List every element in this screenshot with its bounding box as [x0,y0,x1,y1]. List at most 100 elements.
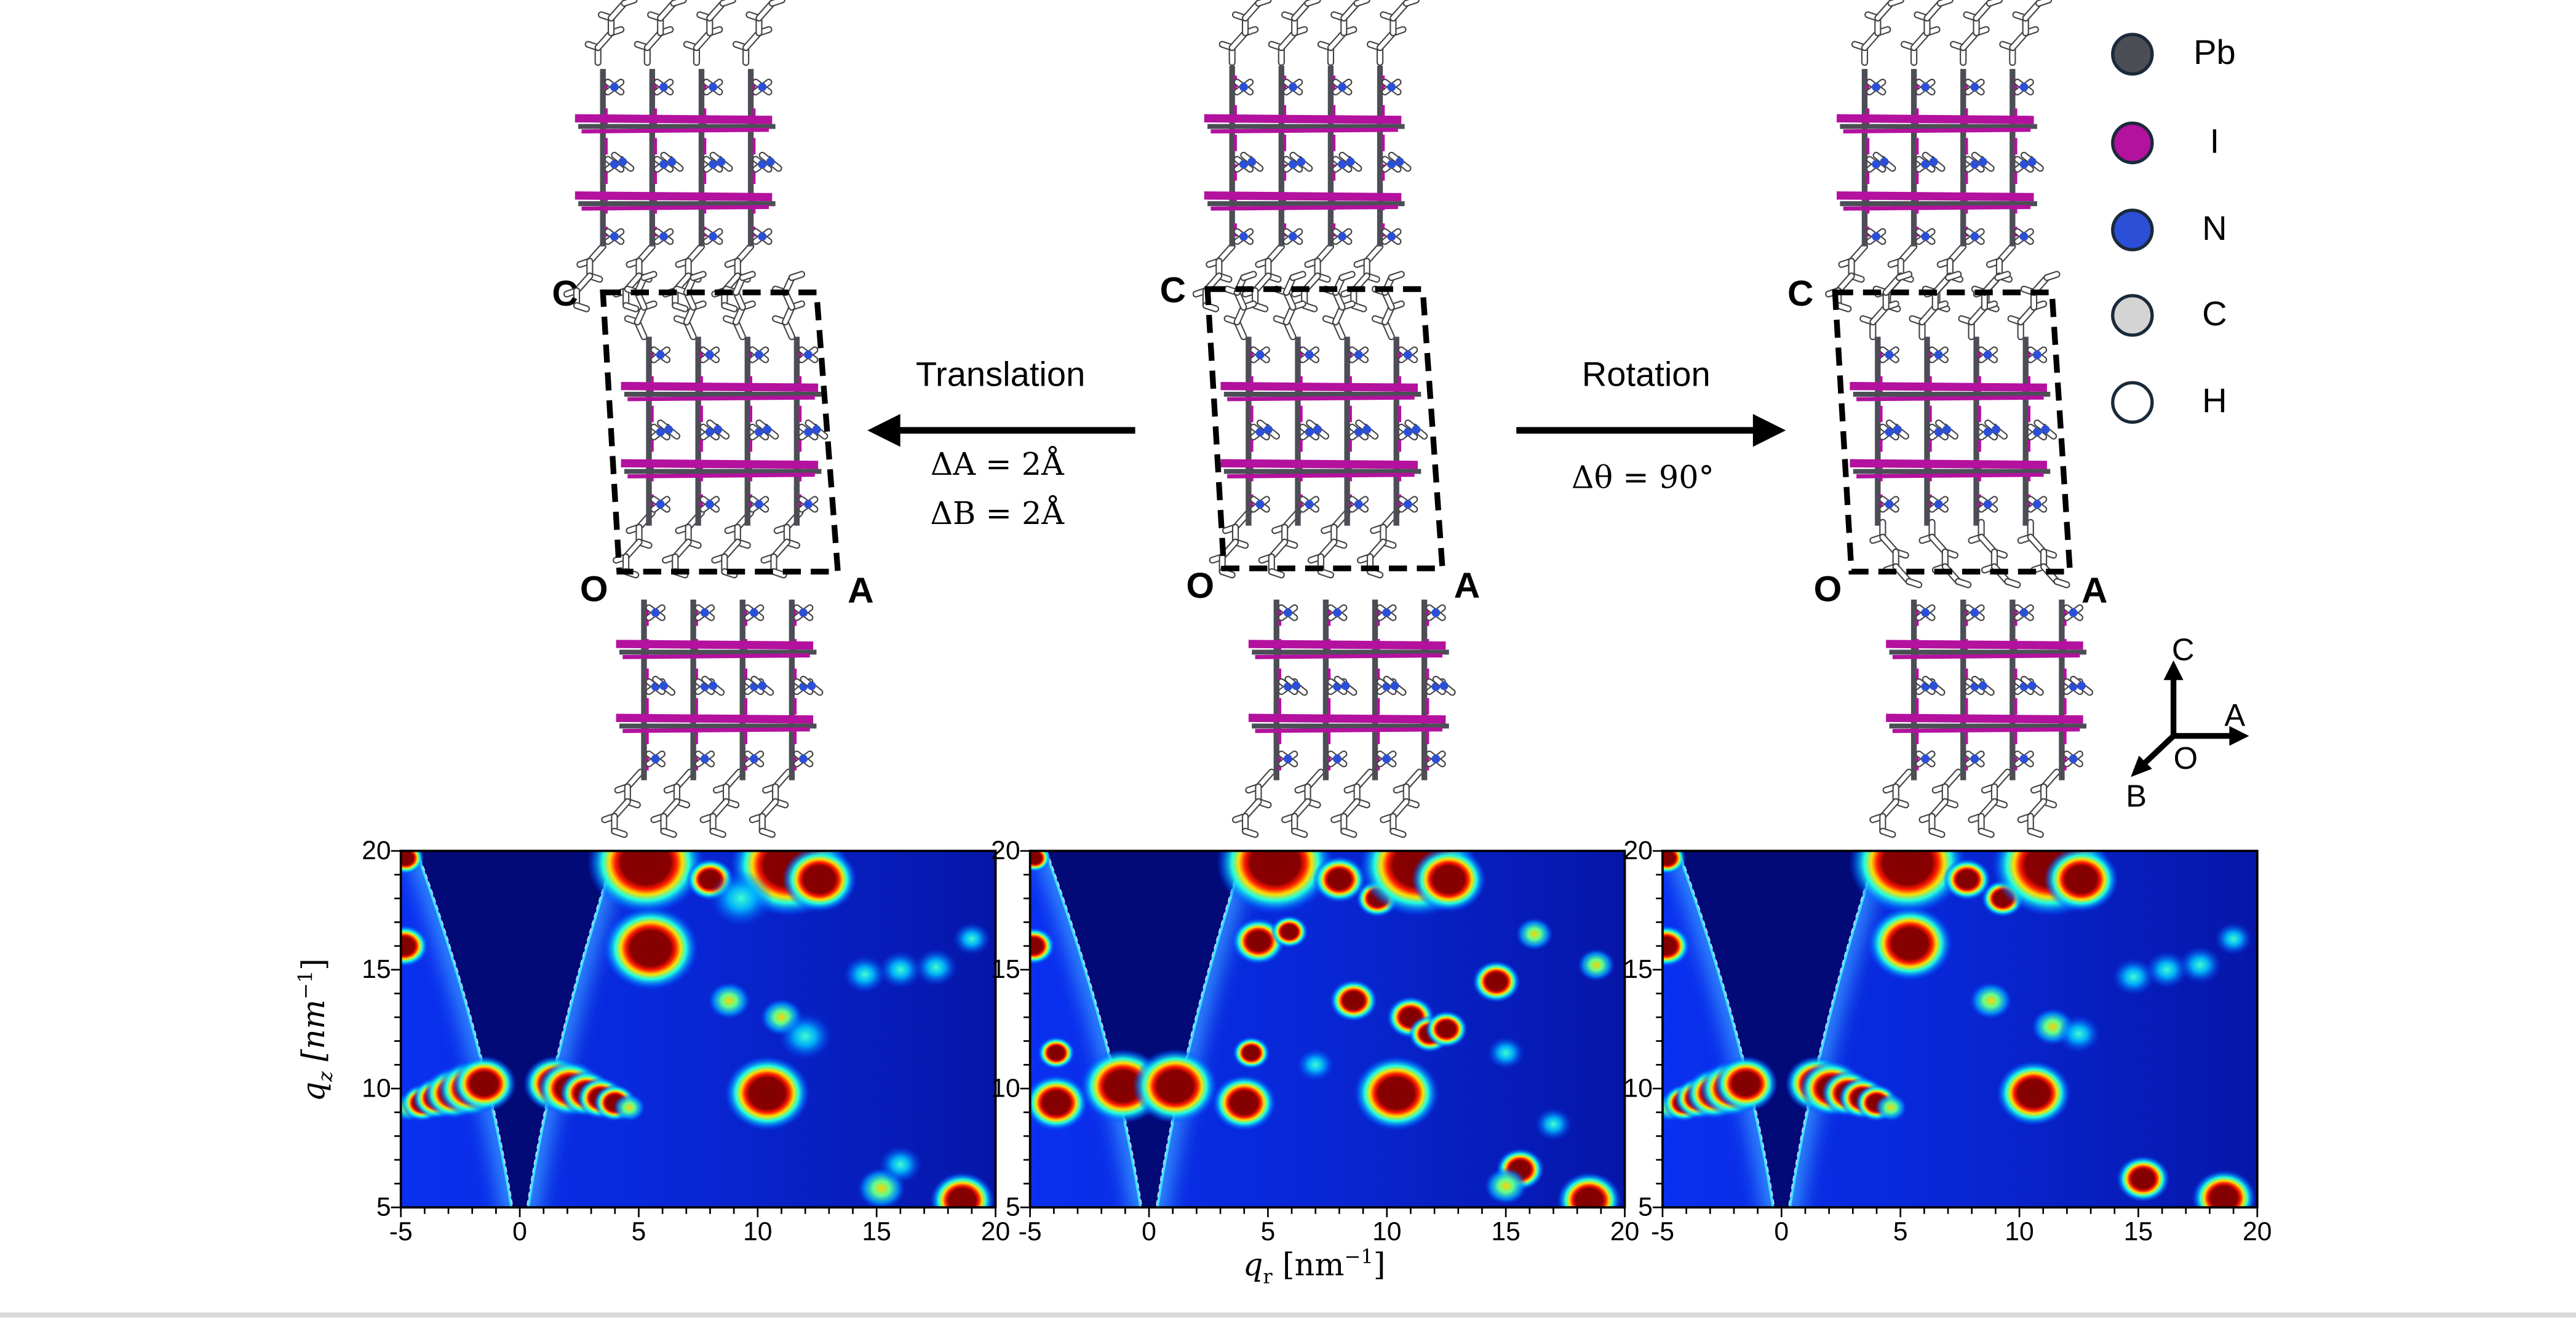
diffraction-peak [2214,922,2252,955]
diffraction-peak [1662,925,1690,967]
diffraction-peak [2057,1015,2101,1053]
perovskite-original-cell [1209,271,1428,579]
diffraction-peak [879,1146,922,1183]
y-axis-subscript: z [314,1071,337,1082]
triad-label-o: O [2173,742,2198,777]
diffraction-peak [1714,1055,1778,1112]
legend-label-h: H [2202,383,2227,421]
axes-triad [2131,660,2249,777]
diffraction-peak [2044,851,2119,912]
x-tick-label: 15 [862,1217,891,1247]
legend-label-c: C [2202,295,2227,334]
x-tick-label: -5 [389,1217,413,1247]
y-tick-label: 5 [1638,1192,1653,1221]
legend-label-n: N [2202,210,2227,248]
triad-label-b: B [2126,780,2147,815]
diffraction-peak [1216,851,1334,915]
legend-swatch-pb [2111,33,2154,76]
delta-b-value: ΔB = 2Å [930,496,1065,533]
diffraction-peak [1411,851,1486,912]
translation-arrow [867,414,1135,447]
diffraction-peak [930,1172,995,1208]
diffraction-peak [778,1013,832,1060]
diffraction-peak [1270,915,1308,948]
diffraction-peak [2192,1170,2256,1208]
diffraction-peak [1849,851,1966,915]
x-axis-exponent: −1 [1344,1245,1373,1268]
x-axis-subscript: r [1263,1264,1273,1288]
diffraction-peak [1943,858,1991,900]
y-tick-label: 10 [991,1073,1020,1103]
diffraction-peak [1425,1010,1468,1048]
diffraction-peak [587,851,705,915]
diffraction-peak [452,1055,517,1112]
diffraction-peak [707,982,751,1020]
diffraction-peak [879,951,922,989]
diffraction-peak [1472,960,1521,1003]
delta-a-value: ΔA = 2Å [930,447,1064,483]
diffraction-peak [1867,906,1953,981]
y-axis-bracket: ] [296,958,333,971]
diffraction-peak [1516,918,1553,951]
x-tick-label: 10 [743,1217,773,1247]
diffraction-peak [1212,1074,1276,1131]
diffraction-peak [2116,1155,2170,1202]
perovskite-rotated-cell [1850,271,2070,589]
y-tick-label: 15 [991,955,1020,984]
diffraction-peak [709,870,773,927]
diffraction-peak [602,906,699,991]
x-tick-label: 5 [1261,1217,1276,1247]
y-axis-label: qz [nm−1] [294,958,337,1102]
perovskite-translated-top [563,0,785,312]
y-tick-label: 20 [362,836,391,865]
diffraction-peak [1996,1060,2071,1126]
diffraction-peak [1577,948,1615,982]
y-tick-label: 20 [991,836,1020,865]
perovskite-translated-bottom [601,599,824,838]
diffraction-peak [915,948,958,987]
x-tick-label: 0 [1774,1217,1789,1247]
triad-label-c: C [2171,633,2195,669]
diffraction-peak [953,922,991,955]
x-axis-symbol: q [1242,1247,1263,1284]
x-tick-label: 5 [1893,1217,1908,1247]
diffraction-peak [2112,958,2155,996]
corner-label-a: A [1453,565,1481,606]
x-tick-label: -5 [1651,1217,1674,1247]
x-tick-label: 0 [512,1217,527,1247]
corner-label-o: O [1186,565,1215,606]
triad-label-a: A [2224,699,2246,734]
legend-label-i: I [2209,123,2220,161]
rotation-label: Rotation [1581,356,1711,395]
missing-wedge [416,851,616,1208]
x-tick-label: 10 [2005,1217,2034,1247]
diffraction-peak [1132,1049,1218,1124]
diffraction-peak [1313,856,1366,903]
diffraction-peak [400,925,429,967]
corner-label-o: O [1813,568,1842,609]
diffraction-peak [1030,927,1055,965]
x-tick-label: -5 [1019,1217,1042,1247]
x-axis-bracket: ] [1373,1247,1386,1284]
x-axis-unit: [nm [1272,1247,1345,1284]
diffraction-peak [1970,982,2013,1020]
bottom-border [0,1312,2576,1318]
rotation-arrow [1516,414,1786,447]
diffraction-peak [1557,1172,1621,1208]
corner-label-c: C [552,272,578,314]
legend-label-pb: Pb [2193,34,2236,73]
x-tick-label: 5 [632,1217,646,1247]
diffraction-peak [1037,1036,1075,1070]
unit-cell-box-rotated [1832,289,2073,575]
plot-frame [1661,849,2259,1209]
delta-theta-value: Δθ = 90° [1571,459,1714,496]
plot-frame [1028,849,1626,1209]
x-tick-label: 15 [2124,1217,2153,1247]
diffraction-peak [1484,1167,1527,1205]
y-tick-label: 10 [362,1073,391,1103]
